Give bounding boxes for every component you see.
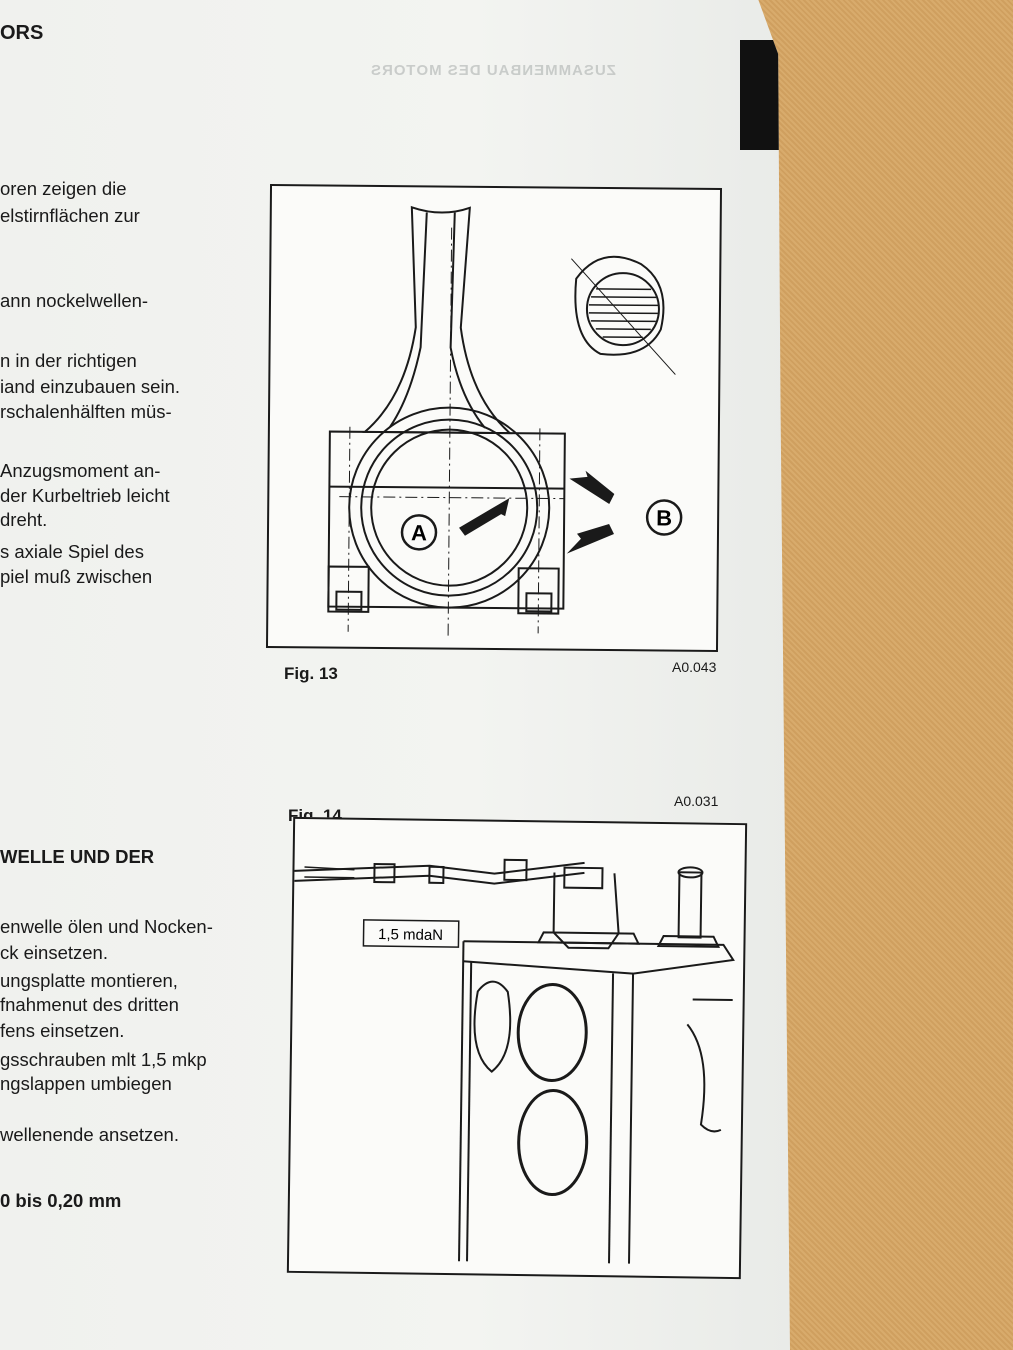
- text-line: elstirnflächen zur: [0, 205, 140, 226]
- manual-page: ORS ZUSAMMENBAU DES MOTORS oren zeigen d…: [0, 0, 790, 1350]
- text-line: iand einzubauen sein.: [0, 376, 181, 397]
- text-line: gsschrauben mlt 1,5 mkp: [0, 1049, 207, 1070]
- section-heading: WELLE UND DER: [0, 846, 155, 867]
- connecting-rod-diagram: A B: [327, 205, 683, 638]
- text-line: ungsplatte montieren,: [0, 970, 178, 991]
- section-edge-tab: [740, 40, 782, 150]
- text-line: dreht.: [0, 509, 48, 530]
- text-line: ngslappen umbiegen: [0, 1073, 172, 1094]
- figure-13-caption: Fig. 13: [284, 664, 338, 683]
- figure-14-frame: 1,5 mdaN: [286, 816, 748, 1280]
- torque-wrench-diagram: 1,5 mdaN: [294, 858, 735, 1264]
- figure-14-ref: A0.031: [674, 793, 719, 809]
- page-header: ORS: [0, 22, 44, 44]
- text-line: oren zeigen die: [0, 178, 127, 199]
- text-line: Anzugsmoment an-: [0, 460, 161, 481]
- label-a: A: [411, 520, 427, 545]
- text-line: wellenende ansetzen.: [0, 1124, 179, 1145]
- torque-label: 1,5 mdaN: [378, 926, 443, 944]
- clearance-spec: 0 bis 0,20 mm: [0, 1190, 122, 1211]
- text-line: s axiale Spiel des: [0, 541, 144, 562]
- text-line: ck einsetzen.: [0, 942, 108, 963]
- text-line: n in der richtigen: [0, 350, 137, 371]
- text-line: fens einsetzen.: [0, 1020, 125, 1041]
- text-line: piel muß zwischen: [0, 566, 153, 587]
- bleed-through-header: ZUSAMMENBAU DES MOTORS: [370, 62, 616, 79]
- text-line: rschalenhälften müs-: [0, 401, 172, 422]
- figure-13-frame: A B: [265, 184, 723, 652]
- label-b: B: [656, 505, 672, 530]
- text-line: ann nockelwellen-: [0, 290, 149, 311]
- figure-13-ref: A0.043: [672, 659, 717, 675]
- text-line: fnahmenut des dritten: [0, 994, 179, 1015]
- text-line: der Kurbeltrieb leicht: [0, 485, 170, 506]
- text-line: enwelle ölen und Nocken-: [0, 916, 213, 937]
